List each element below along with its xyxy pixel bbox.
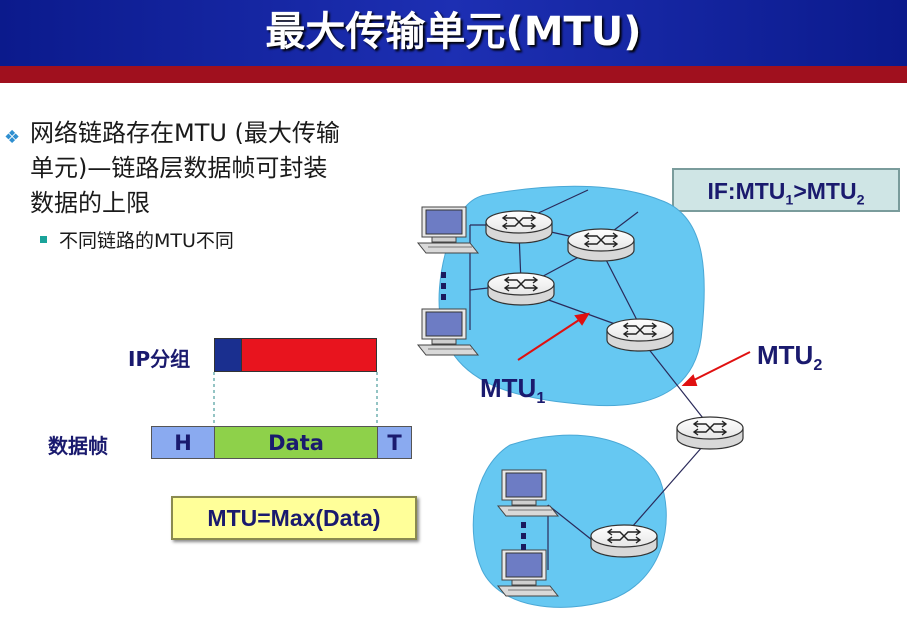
router-icon	[606, 318, 674, 352]
router-icon	[485, 210, 553, 244]
bullet-main-text: 网络链路存在MTU (最大传输单元)—链路层数据帧可封装数据的上限	[30, 119, 340, 217]
ip-header-block	[214, 338, 242, 372]
frame-trailer-text: T	[387, 431, 402, 455]
square-bullet-icon	[40, 236, 47, 243]
slide-title: 最大传输单元(MTU)	[265, 9, 642, 55]
bullet-sub-text: 不同链路的MTU不同	[59, 230, 234, 252]
frame-data-cell: Data	[214, 426, 378, 459]
frame-label: 数据帧	[48, 434, 108, 458]
title-banner	[0, 0, 907, 66]
router-icon	[567, 228, 635, 262]
ip-payload-block	[241, 338, 377, 372]
bullet-sub: 不同链路的MTU不同	[40, 228, 234, 254]
more-hosts-ellipsis	[441, 272, 526, 550]
frame-header-cell: H	[151, 426, 215, 459]
router-icon	[487, 272, 555, 306]
title-banner-stripe	[0, 66, 907, 83]
network-cloud-1	[438, 185, 705, 407]
frame-data-text: Data	[268, 431, 324, 455]
mtu-definition-callout: MTU=Max(Data)	[171, 496, 417, 540]
ip-packet-label: IP分组	[128, 347, 191, 371]
mtu-condition-callout: IF:MTU1>MTU2	[672, 168, 900, 212]
router-icon	[590, 524, 658, 558]
mtu-condition-text: IF:MTU1>MTU2	[707, 178, 865, 209]
diamond-bullet-icon: ❖	[4, 127, 21, 148]
router-icon	[676, 416, 744, 450]
frame-header-text: H	[174, 431, 192, 455]
mtu-definition-text: MTU=Max(Data)	[207, 505, 381, 531]
mtu1-label: MTU1	[480, 373, 546, 408]
frame-trailer-cell: T	[377, 426, 412, 459]
mtu2-label: MTU2	[757, 340, 823, 375]
